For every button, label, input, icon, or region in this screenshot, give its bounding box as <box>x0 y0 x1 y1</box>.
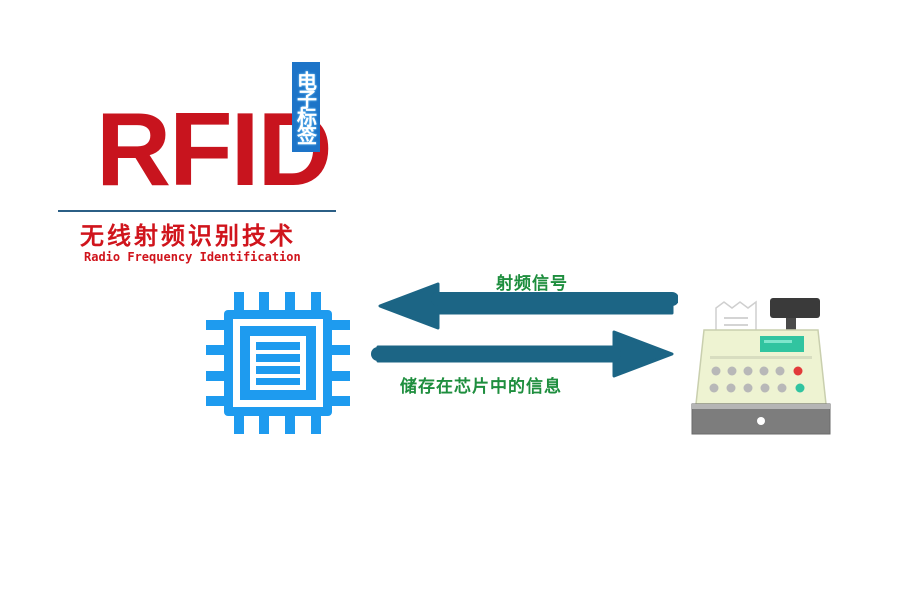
arrow-to-chip-label: 射频信号 <box>496 274 568 294</box>
subtitle-chinese: 无线射频识别技术 <box>80 221 296 250</box>
arrow-to-reader-label: 储存在芯片中的信息 <box>400 377 562 397</box>
cash-register-reader-icon <box>691 298 831 435</box>
title-divider <box>58 210 336 212</box>
arrow-to-reader <box>371 330 674 378</box>
arrow-to-chip <box>378 282 678 330</box>
subtitle-english: Radio Frequency Identification <box>84 250 301 264</box>
rfid-chip-icon <box>206 292 350 434</box>
electronic-tag-label: 电子标签 <box>292 62 320 152</box>
